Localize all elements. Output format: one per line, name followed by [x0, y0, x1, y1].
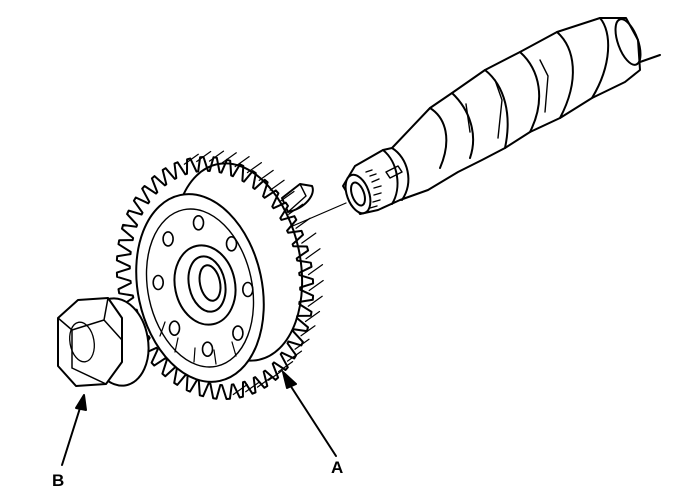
gear-helix-line	[245, 381, 261, 393]
gear-helix-line	[208, 150, 225, 162]
gear-helix-line	[288, 203, 304, 215]
gear-helix-line	[256, 376, 273, 388]
gear-helix-line	[294, 338, 310, 350]
gear-hole	[232, 325, 244, 341]
flange-nut	[57, 297, 150, 387]
gear-hole	[242, 281, 254, 298]
callout-b: B	[52, 471, 65, 490]
woodruff-key	[281, 183, 314, 213]
gear-helix-line	[307, 295, 323, 307]
gear-hole	[152, 274, 164, 291]
gear-helix-line	[196, 150, 212, 163]
gear-helix-line	[286, 350, 303, 362]
gear-helix-line	[278, 361, 294, 373]
gear-helix-line	[301, 232, 317, 244]
timing-gear	[115, 150, 324, 400]
gear-helix-line	[307, 264, 324, 276]
gear-helix-line	[308, 279, 324, 292]
gear-helix-line	[268, 369, 284, 381]
gear-helix-line	[305, 248, 321, 260]
gear-helix-line	[269, 179, 285, 191]
gear-helix-line	[295, 217, 311, 229]
gear-helix-line	[232, 383, 248, 396]
gear-hole	[192, 215, 205, 231]
gear-hole	[225, 236, 238, 252]
gear-helix-line	[300, 325, 316, 337]
callout-a: A	[331, 458, 344, 477]
gear-hole	[168, 320, 181, 337]
gear-helix-line	[279, 190, 295, 203]
gear-helix-line	[221, 152, 237, 164]
arrowhead-b	[75, 394, 87, 411]
arrowhead-a	[282, 371, 297, 389]
leader-a	[289, 384, 337, 457]
gear-hole	[201, 341, 214, 358]
gear-helix-line	[183, 153, 199, 165]
gear-hole	[162, 231, 174, 247]
leader-b	[61, 407, 81, 466]
gear-helix-line	[304, 310, 321, 323]
camshaft	[229, 17, 661, 254]
gear-lightening-holes	[152, 215, 254, 358]
